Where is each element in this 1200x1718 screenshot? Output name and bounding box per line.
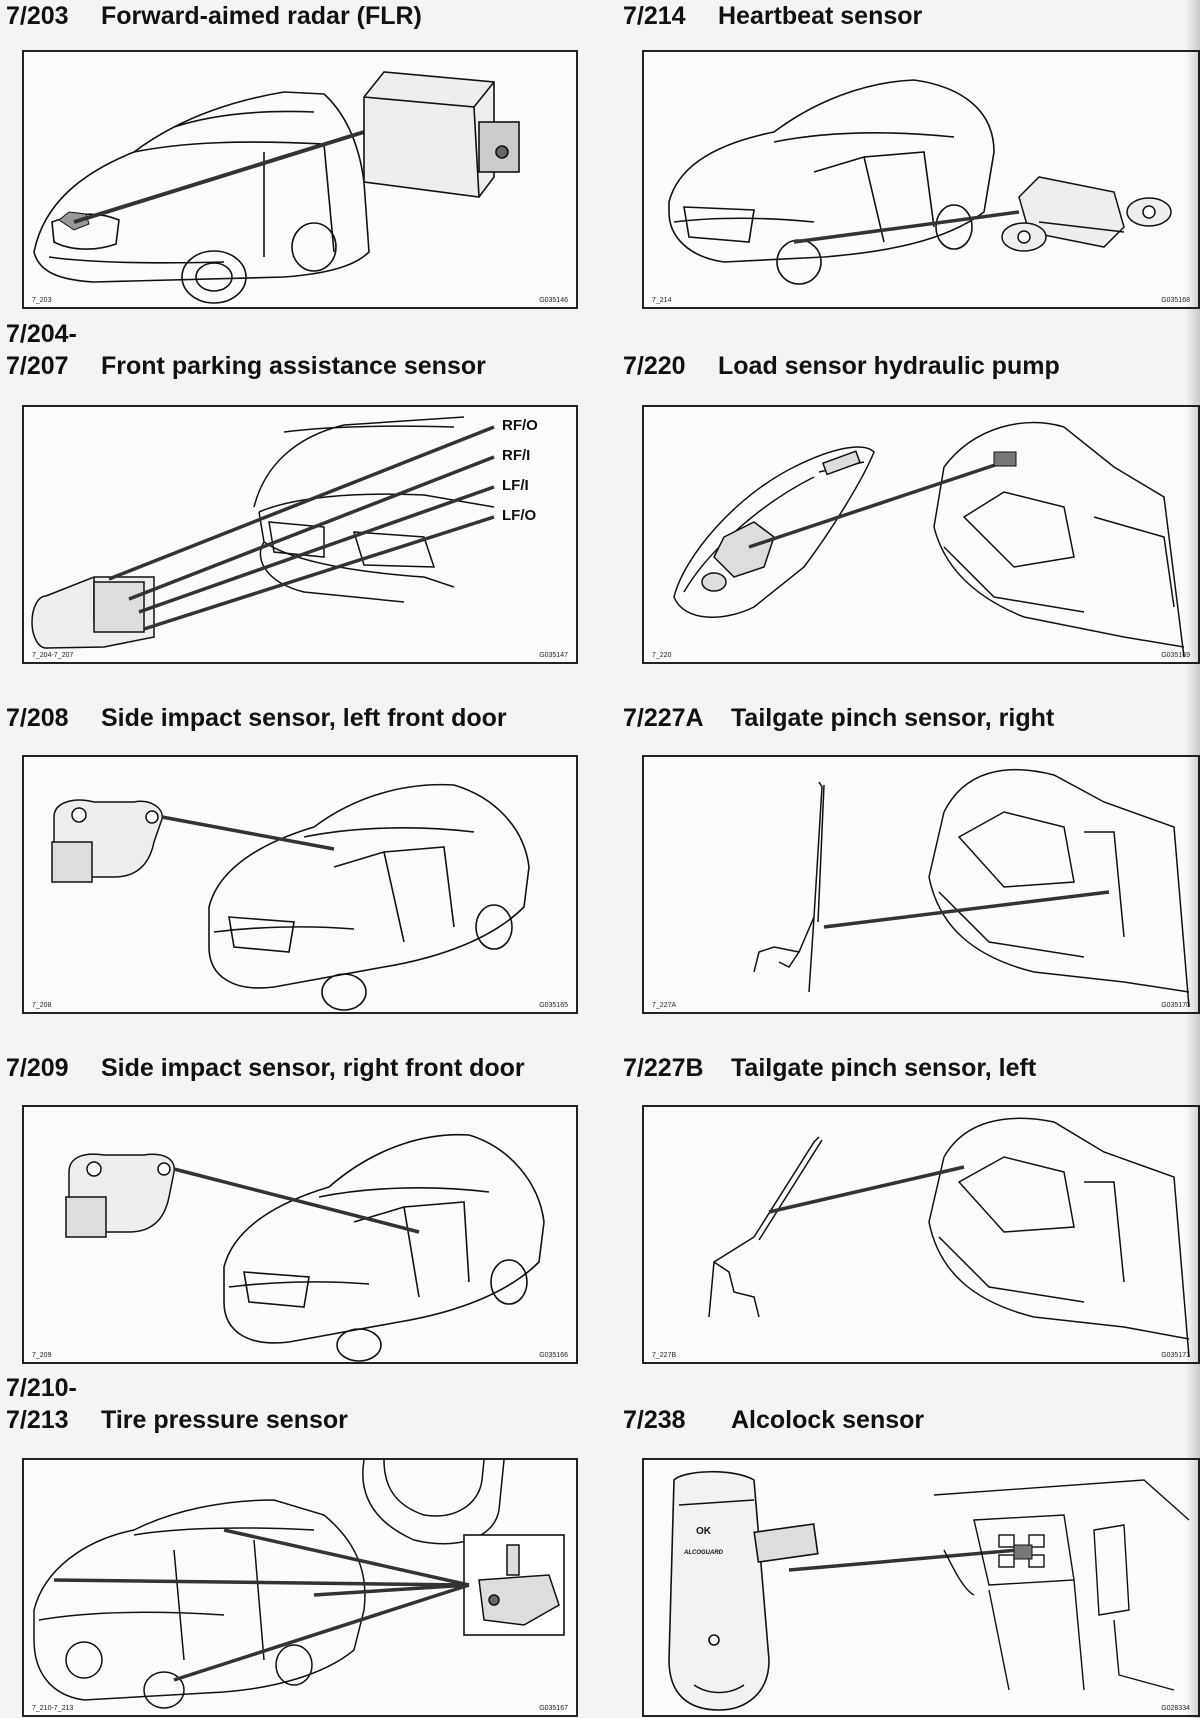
figure-id: 7_210-7_213 (32, 1705, 74, 1712)
figure-id: 7_204-7_207 (32, 652, 74, 659)
figure-code: G035167 (539, 1705, 568, 1712)
figure-tailgate-left: 7_227B G035171 (642, 1105, 1200, 1364)
section-title: Heartbeat sensor (718, 2, 923, 30)
section-code-line1: 7/204- (6, 320, 77, 348)
section-code: 7/203 (6, 2, 69, 30)
section-code-line1: 7/210- (6, 1374, 77, 1402)
side-impact-left-illustration (51, 783, 530, 1011)
figure-code: G035169 (1161, 652, 1190, 659)
section-title: Side impact sensor, left front door (101, 704, 507, 732)
heading-7-208: 7/208 Side impact sensor, left front doo… (6, 702, 507, 734)
section-title: Load sensor hydraulic pump (718, 352, 1060, 380)
page-edge-shadow (1186, 0, 1200, 1718)
figure-id: 7_214 (652, 297, 672, 304)
figure-code: G035147 (539, 652, 568, 659)
tire-pressure-illustration (33, 1460, 565, 1709)
figure-code: G035165 (539, 1002, 568, 1009)
figure-side-impact-left: 7_208 G035165 (22, 755, 578, 1014)
section-code: 7/227A (623, 704, 704, 732)
section-title: Tire pressure sensor (101, 1406, 348, 1434)
tailgate-right-illustration (753, 768, 1190, 1008)
figure-id: 7_227A (652, 1002, 677, 1009)
device-ok-label: OK (696, 1526, 711, 1537)
callout-lf-o: LF/O (502, 507, 537, 524)
figure-code: G035166 (539, 1352, 568, 1359)
heading-7-204: 7/204- 7/207 Front parking assistance se… (6, 318, 486, 382)
heading-7-203: 7/203 Forward-aimed radar (FLR) (6, 0, 422, 32)
tailgate-left-illustration (708, 1117, 1190, 1358)
section-code-line2: 7/213 (6, 1406, 69, 1434)
heading-7-227b: 7/227B Tailgate pinch sensor, left (623, 1052, 1036, 1084)
figure-code: G035146 (539, 297, 568, 304)
figure-id: 7_208 (32, 1002, 52, 1009)
heartbeat-illustration (668, 79, 1172, 285)
figure-load-sensor: 7_220 G035169 (642, 405, 1200, 664)
figure-id: 7_220 (652, 652, 672, 659)
section-title: Forward-aimed radar (FLR) (101, 2, 422, 30)
figure-id: 7_209 (32, 1352, 52, 1359)
section-code: 7/238 (623, 1406, 686, 1434)
figure-id: 7_203 (32, 297, 52, 304)
figure-forward-radar: 7_203 G035146 (22, 50, 578, 309)
heading-7-209: 7/209 Side impact sensor, right front do… (6, 1052, 525, 1084)
alcolock-illustration (668, 1470, 1190, 1711)
radar-car-illustration (33, 71, 520, 304)
section-code: 7/220 (623, 352, 686, 380)
figure-code: G035168 (1161, 297, 1190, 304)
heading-7-220: 7/220 Load sensor hydraulic pump (623, 350, 1060, 382)
callout-rf-o: RF/O (502, 417, 538, 434)
section-title: Alcolock sensor (731, 1406, 925, 1434)
heading-7-238: 7/238 Alcolock sensor (623, 1404, 924, 1436)
heading-7-227a: 7/227A Tailgate pinch sensor, right (623, 702, 1054, 734)
section-title: Side impact sensor, right front door (101, 1054, 525, 1082)
device-brand-label: ALCOGUARD (684, 1550, 723, 1556)
section-code: 7/214 (623, 2, 686, 30)
load-sensor-illustration (673, 421, 1185, 658)
callout-rf-i: RF/I (502, 447, 531, 464)
side-impact-right-illustration (65, 1133, 545, 1362)
figure-tire-pressure: 7_210-7_213 G035167 (22, 1458, 578, 1717)
heading-7-210: 7/210- 7/213 Tire pressure sensor (6, 1372, 348, 1436)
callout-lf-i: LF/I (502, 477, 529, 494)
section-title: Tailgate pinch sensor, right (731, 704, 1055, 732)
figure-code: G035170 (1161, 1002, 1190, 1009)
parking-sensor-illustration (31, 416, 495, 649)
section-title: Tailgate pinch sensor, left (731, 1054, 1037, 1082)
section-code-line2: 7/207 (6, 352, 69, 380)
section-code: 7/209 (6, 1054, 69, 1082)
section-title: Front parking assistance sensor (101, 352, 486, 380)
figure-heartbeat: 7_214 G035168 (642, 50, 1200, 309)
figure-tailgate-right: 7_227A G035170 (642, 755, 1200, 1014)
figure-code: G035171 (1161, 1352, 1190, 1359)
section-code: 7/227B (623, 1054, 704, 1082)
figure-code: G028334 (1161, 1705, 1190, 1712)
heading-7-214: 7/214 Heartbeat sensor (623, 0, 922, 32)
figure-side-impact-right: 7_209 G035166 (22, 1105, 578, 1364)
figure-id: 7_227B (652, 1352, 677, 1359)
figure-alcolock: OK ALCOGUARD G028334 (642, 1458, 1200, 1717)
section-code: 7/208 (6, 704, 69, 732)
figure-parking-sensor: RF/O RF/I LF/I LF/O 7_204-7_207 G035147 (22, 405, 578, 664)
